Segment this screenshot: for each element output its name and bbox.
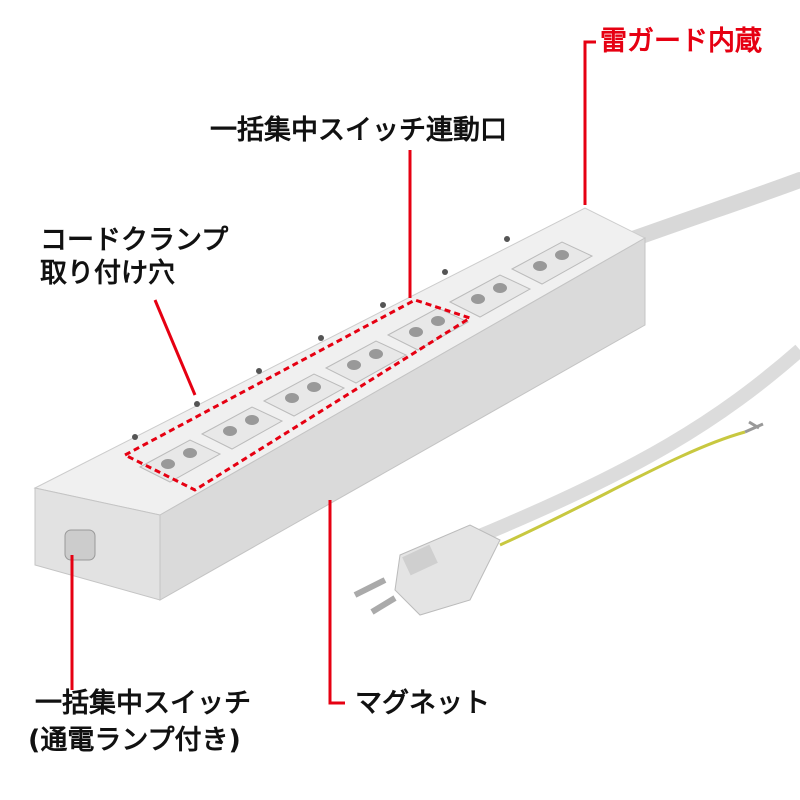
magnet-label: マグネット	[355, 688, 490, 719]
outlet-slot	[555, 250, 569, 260]
cord-clamp-hole	[504, 236, 510, 242]
cord-clamp-hole	[256, 368, 262, 374]
outlet-slot	[471, 294, 485, 304]
outlet-6	[448, 274, 532, 318]
outlet-4	[324, 340, 408, 384]
outlet-slot	[161, 459, 175, 469]
power-cord	[622, 172, 800, 248]
outlet-slot	[347, 360, 361, 370]
master-switch-label-1: 一括集中スイッチ	[35, 688, 251, 719]
outlet-slot	[307, 382, 321, 392]
outlet-2	[200, 406, 284, 450]
outlet-slot	[245, 415, 259, 425]
cord-clamp-hole	[132, 434, 138, 440]
outlet-5	[386, 307, 470, 351]
cord-clamp-hole	[194, 401, 200, 407]
cord-clamp-label-1: コードクランプ	[40, 225, 229, 256]
cord-clamp-hole	[380, 302, 386, 308]
lightning-guard-label: 雷ガード内蔵	[600, 26, 762, 57]
switch-link-port-label: 一括集中スイッチ連動口	[210, 115, 507, 146]
outlet-slot	[223, 426, 237, 436]
cord-clamp-hole	[318, 335, 324, 341]
outlet-7	[510, 241, 594, 285]
outlet-slot	[183, 448, 197, 458]
outlet-slot	[533, 261, 547, 271]
outlet-slot	[493, 283, 507, 293]
master-switch-icon	[64, 529, 96, 561]
outlet-3	[262, 373, 346, 417]
ground-wire	[499, 430, 746, 547]
master-switch-label-2: (通電ランプ付き)	[28, 725, 241, 756]
strip-end-face	[34, 487, 161, 601]
cord-clamp-label-2: 取り付け穴	[40, 258, 175, 289]
power-cord-lower	[467, 344, 800, 547]
outlet-slot	[369, 349, 383, 359]
outlet-slot	[431, 316, 445, 326]
outlet-slot	[285, 393, 299, 403]
leader-lines	[70, 40, 596, 705]
plug-icon	[353, 524, 501, 616]
outlet-slot	[409, 327, 423, 337]
cord-clamp-hole	[442, 269, 448, 275]
spade-terminal-icon	[744, 420, 764, 434]
